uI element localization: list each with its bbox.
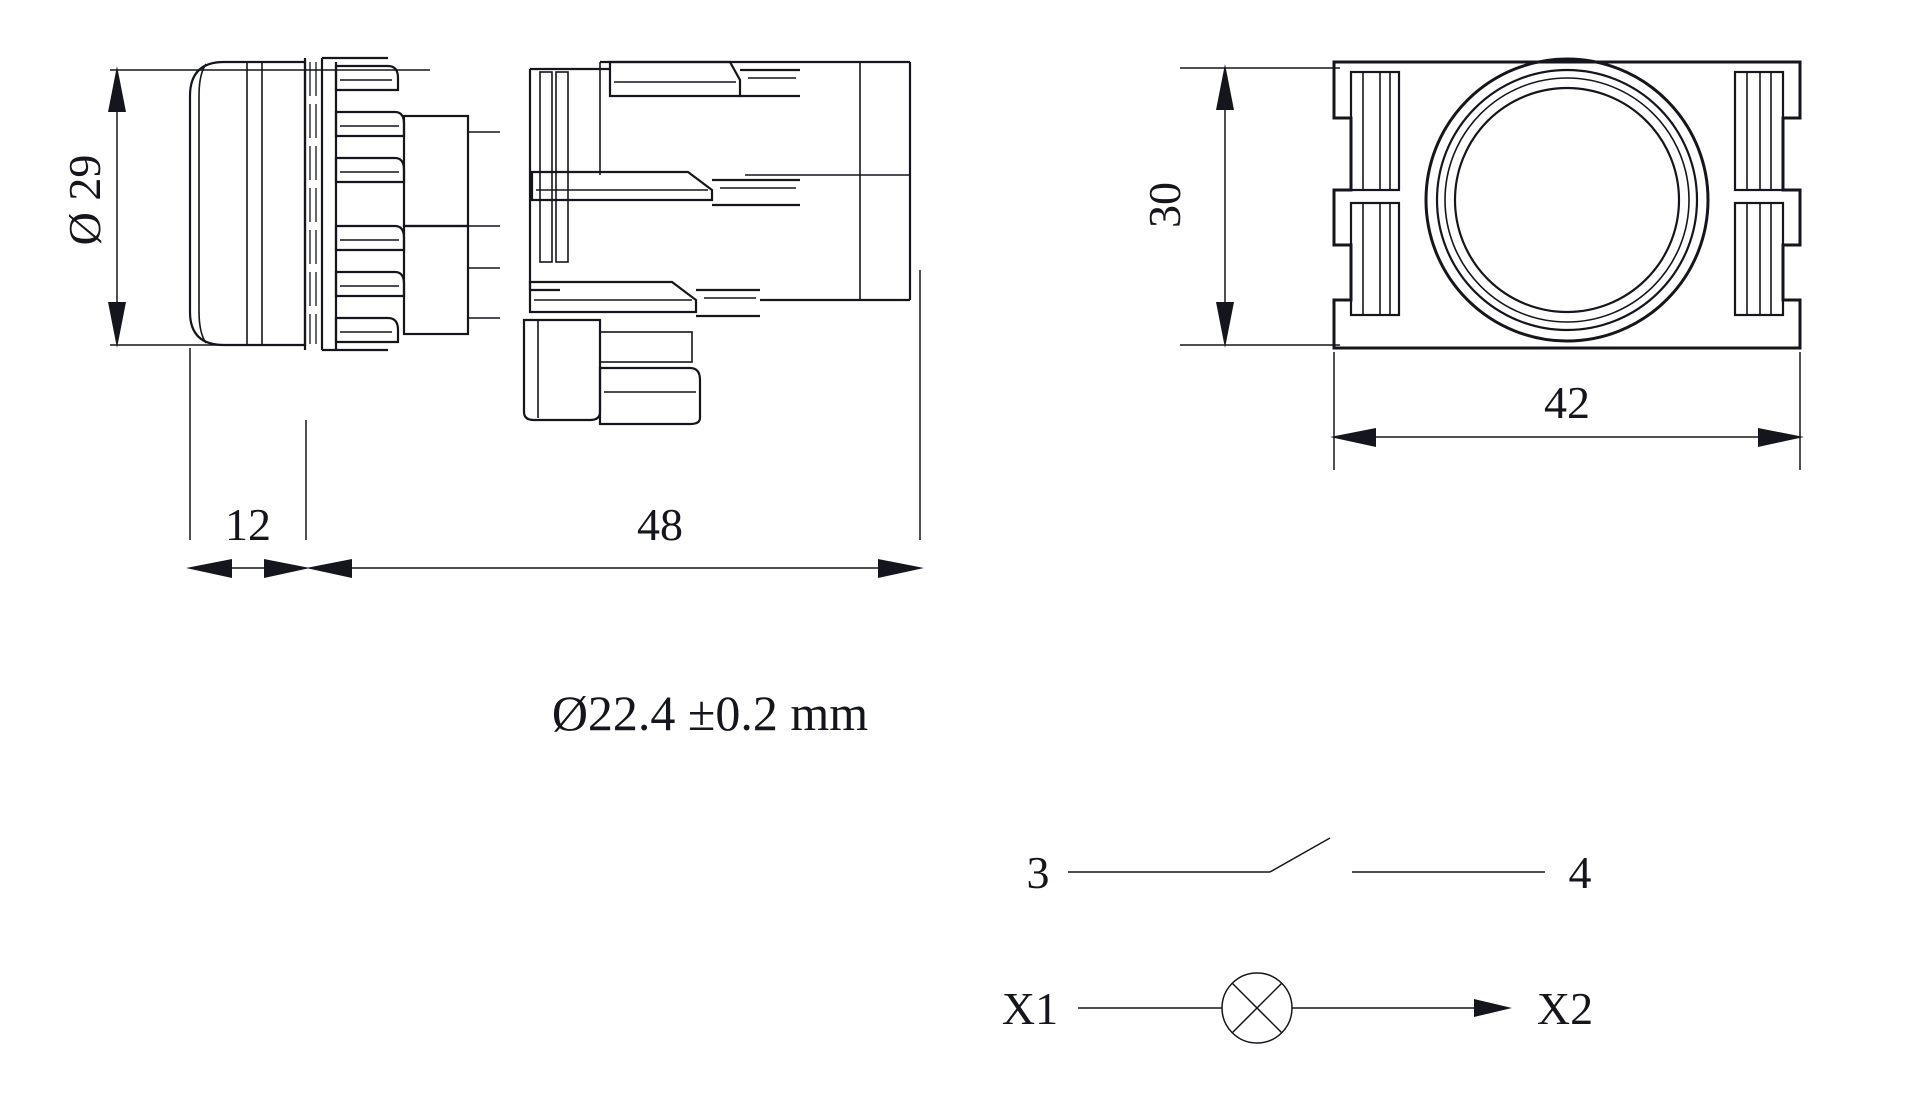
bracket-slot-right-lower [1733, 201, 1785, 317]
contact-terminal-right-label: 4 [1569, 847, 1592, 898]
bracket-slot-right-upper [1733, 70, 1785, 192]
bezel-circle-second [1435, 68, 1699, 332]
lamp-terminal-right-label: X2 [1537, 983, 1593, 1034]
actuator-stub [522, 318, 702, 426]
contact-blade [1269, 837, 1331, 873]
bracket-outline [1332, 60, 1802, 350]
front-view [1180, 57, 1804, 470]
bezel-circle-third [1444, 77, 1690, 323]
center-boss [402, 114, 500, 336]
lens-circle-inner [1453, 86, 1681, 314]
arrowhead-30-bottom [1216, 302, 1234, 348]
arrowhead-dia29-top [108, 66, 126, 112]
dim-label-42: 42 [1544, 377, 1590, 428]
contact-terminal-left-label: 3 [1027, 847, 1050, 898]
threaded-barrel [334, 62, 406, 350]
arrowhead-42-right [1758, 428, 1804, 447]
arrowhead-42-left [1330, 428, 1376, 447]
dim-label-12: 12 [225, 499, 271, 550]
dim-label-30: 30 [1139, 182, 1190, 228]
circuit-schematic [1068, 837, 1545, 1044]
lamp-cross-2 [1231, 982, 1283, 1034]
bezel-inner-radius [198, 63, 207, 344]
bracket-slot-left-upper [1349, 70, 1401, 192]
panel-cutout-note: Ø22.4 ±0.2 mm [552, 685, 868, 741]
dim-label-dia29: Ø 29 [59, 155, 110, 246]
arrowhead-12-left [186, 559, 232, 578]
side-section-view [108, 56, 924, 578]
bracket-slot-left-lower [1349, 201, 1401, 317]
contact-block [528, 60, 800, 318]
arrowhead-12-right [264, 559, 310, 578]
bezel-outline [188, 60, 307, 347]
arrowhead-48-left [306, 559, 352, 578]
rear-housing [599, 60, 912, 302]
bezel-circle-outer [1424, 57, 1710, 343]
knurl-hatch [309, 62, 317, 344]
arrowhead-30-top [1216, 64, 1234, 110]
arrowhead-48-right [878, 559, 924, 578]
dim-label-48: 48 [637, 499, 683, 550]
lamp-circle [1221, 972, 1293, 1044]
lamp-terminal-left-label: X1 [1002, 983, 1058, 1034]
arrowhead-dia29-bottom [108, 302, 126, 348]
lamp-arrowhead-right [1474, 999, 1512, 1017]
